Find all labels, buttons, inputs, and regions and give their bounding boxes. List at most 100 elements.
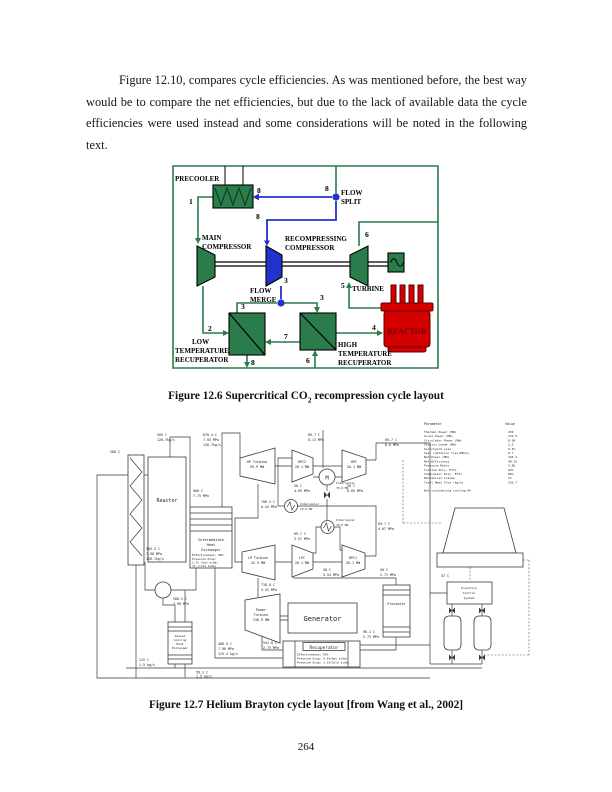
hpc2-label-2: 26.1 MW [295,465,310,469]
lpc-label-2: 26.1 MW [295,561,310,565]
turbine-label: TURBINE [352,285,384,293]
vchx-label-4: Exchanger [172,646,188,650]
stream-s5-b: 8.0 MPa [385,443,399,447]
stream-s10-b: 3.54 MPa [323,573,339,577]
stream-s7-b: 6.05 MPa [347,489,363,493]
stream-s9-a: 69.7 C [294,532,306,536]
stream-s20-a: 59.2 C [196,671,208,675]
stream-s9-b: 3.57 MPa [294,537,310,541]
stream-s6-b: 4.65 MPa [294,489,310,493]
hpc-shape [341,449,367,483]
ics-label-3: System [464,596,475,600]
stream-s3-b: 7.75 MPa [193,494,209,498]
hpc1-label-2: 26.1 MW [346,561,361,565]
table-row: Circulator Power (MW) [424,438,462,442]
vessel-cooling-hx-box [167,621,193,665]
table-row: Gross Power (MW) [424,434,453,438]
hp-turbine-label-1: HP Turbine [247,460,267,464]
state-point-6b: 6 [306,356,310,365]
state-point-8a: 8 [257,186,261,195]
stream-s16-c: 128.7kg/s [146,557,164,561]
lp-turbine-shape [241,544,276,581]
co2-loop-piping [172,165,439,369]
recuperator-line-3: Pressure Drop: 1.1%(Cold side) [297,661,349,665]
table-cell: 48.1% [508,459,517,463]
cooling-tower-shape [436,507,524,568]
figure-12-7-diagram: 280 C Reactor Intermediate Heat Exchange… [96,422,530,679]
figure-12-6-caption: Figure 12.6 Supercritical CO2 recompress… [0,390,612,404]
table-row: Sps. radiation loss(MW/m) [424,451,469,455]
high-temp-recuperator-shape [299,312,337,351]
lpc-label-1: LPC [299,556,305,560]
power-turbine-label-3: 136.9 MW [253,618,270,622]
table-row: Switchyard Loss [424,447,451,451]
htr-label-3: RECUPERATOR [338,359,392,367]
state-point-4: 4 [372,323,376,332]
table-cell: 2.86 [508,464,515,468]
intercooler3-label-1: Intercooler [336,481,355,485]
intercooler1-label-2: 79.6 MW [300,507,312,511]
table-header-value: Value [505,422,515,426]
generator-box [287,602,358,634]
figure-12-7-caption: Figure 12.7 Helium Brayton cycle layout … [148,699,464,711]
stream-s14-b: 2.75 MPa [263,646,279,650]
stream-s7-a: 50 C [347,484,355,488]
hpc2-shape [291,449,314,483]
paragraph-text: Figure 12.10, compares cycle efficiencie… [86,73,527,152]
rccs-column [127,454,145,566]
table-row: Net Efficiency [424,459,449,463]
ihx-label-3: Exchanger [201,548,221,552]
table-header-parameter: Parameter [424,422,442,426]
intercooler1-label-1: Intercooler [300,502,319,506]
recuperator-title: Recuperator [309,645,338,651]
flow-split-node [332,193,340,201]
state-point-8c: 8 [256,212,260,221]
vchx-label-2: Cooling [174,638,187,642]
state-point-5: 5 [341,281,345,290]
table-row: Net Power (MW) [424,455,449,459]
htr-label-1: HIGH [338,341,358,349]
stream-s17-b: 7.90 MPa [173,602,189,606]
ltr-label-3: RECUPERATOR [175,356,229,364]
cooling-water-dashed-lines [402,460,530,656]
flow-split-label-1: FLOW [341,189,362,197]
htr-label-2: TEMPERATURE [338,350,392,358]
table-note: Not considering cooling HX [424,489,471,493]
stream-s12-a: 50 C [380,568,388,572]
table-cell: 126.7 [508,480,517,484]
table-cell: 120.1 [508,455,517,459]
hp-turbine-shape [239,447,276,485]
table-row: Pressure Ratio [424,464,449,468]
inventory-tank-2 [473,615,492,651]
hpc2-label-1: HPC2 [298,460,306,464]
ihx-label-6: 1.7% (hot side) [192,561,218,565]
stream-s18-a: 488.9 C [218,642,232,646]
flow-merge-node [277,299,285,307]
table-cell: 0.5% [508,447,515,451]
state-point-6a: 6 [365,230,369,239]
stream-s11-b: 4.07 MPa [378,527,394,531]
main-compressor-shape [196,245,216,287]
stream-s18-c: 125.4 kg/s [218,652,238,656]
helium-cycle-piping [96,430,483,679]
stream-s1-b: 128.7kg/s [157,438,175,442]
ihx-label-4: Effectiveness: 90% [192,553,224,557]
recompressing-compressor-shape [265,245,283,287]
ihx-label-2: Heat [207,543,216,547]
recompression-piping [253,193,340,307]
ics-label-2: Control [463,591,476,595]
main-compressor-label-1: MAIN [202,234,221,242]
intercooler1-circle [284,499,298,513]
recuperator-line-2: Pressure Drop: 0.9%(Hot side) [297,657,348,661]
ics-label-1: Inventory [461,586,477,590]
stream-s4-b: 8.11 MPa [308,438,324,442]
stream-s8-b: 6.44 MPa [261,505,277,509]
motor-label: M [325,476,329,482]
main-compressor-label-2: COMPRESSOR [202,243,252,251]
body-paragraph: Figure 12.10, compares cycle efficiencie… [86,70,527,156]
recompressing-compressor-label-1: RECOMPRESSING [285,235,347,243]
stream-s8-a: 706.3 C [261,500,275,504]
flow-merge-label-2: MERGE [250,296,277,304]
stream-labels: 505 C 128.7kg/s 870.4 C 7.93 MPa 126.7kg… [139,433,399,679]
